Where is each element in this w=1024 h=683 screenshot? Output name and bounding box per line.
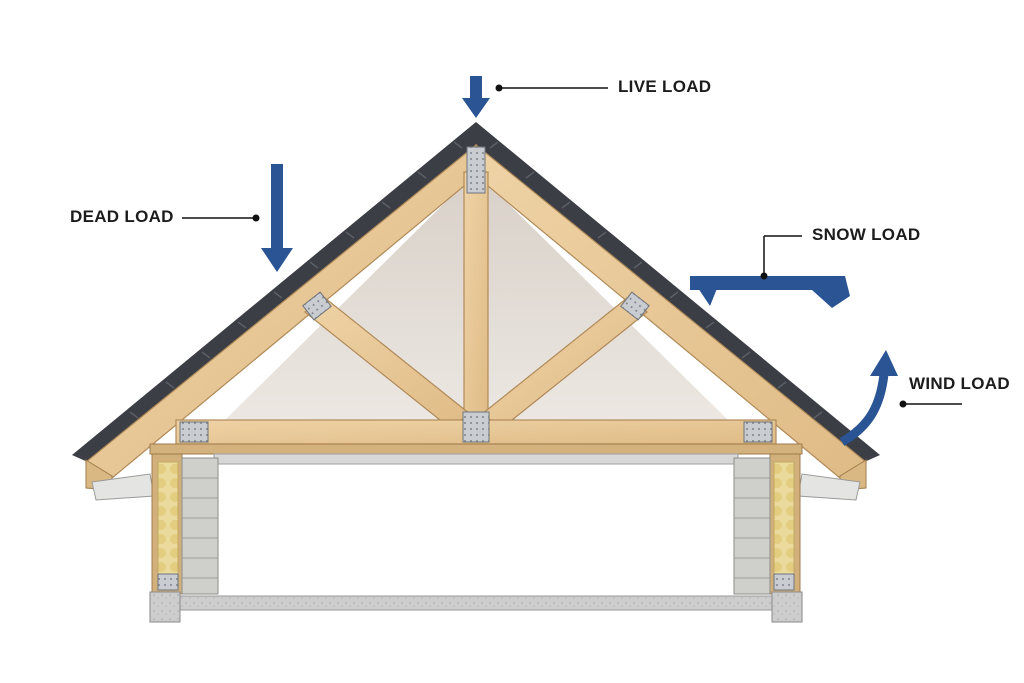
- ceiling: [213, 453, 739, 465]
- wind-load-label: WIND LOAD: [909, 374, 1010, 393]
- eave-left: [85, 459, 155, 501]
- footing-left: [149, 591, 181, 623]
- roof-shingles: [72, 122, 880, 463]
- top-plate: [149, 443, 803, 455]
- eave-right: [797, 459, 867, 501]
- snow-load-leader: [760, 235, 802, 280]
- gusset-plate-icon: [179, 146, 773, 443]
- wall-left: [151, 453, 219, 595]
- side-arrow-icon: [690, 276, 850, 308]
- dead-load-leader: [182, 214, 260, 222]
- live-load-label: LIVE LOAD: [618, 77, 712, 96]
- curved-arrow-icon: [839, 350, 898, 446]
- wind-load-leader: [899, 400, 962, 408]
- snow-load-label: SNOW LOAD: [812, 225, 921, 244]
- wall-right: [733, 453, 801, 595]
- footing-right: [771, 591, 803, 623]
- dead-load-label: DEAD LOAD: [70, 207, 174, 226]
- live-load-leader: [495, 84, 608, 92]
- king-post: [463, 171, 489, 423]
- down-arrow-icon: [261, 164, 293, 272]
- down-arrow-icon: [462, 76, 490, 118]
- floor-slab: [175, 595, 777, 611]
